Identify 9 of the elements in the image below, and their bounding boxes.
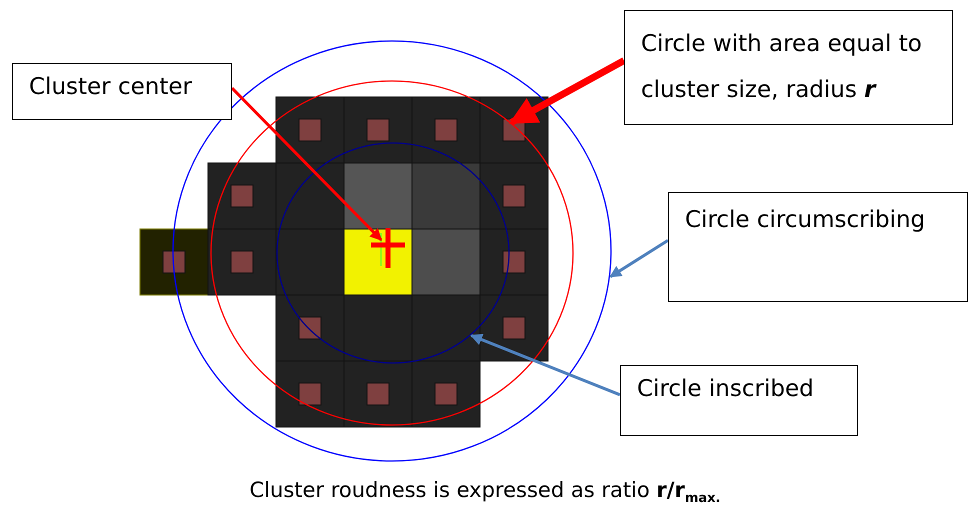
caption: Cluster roudness is expressed as ratio r/r$_{max.}$ — [248, 478, 722, 506]
label-box: Circle inscribed — [620, 365, 858, 436]
arrow — [508, 58, 626, 126]
arrow — [470, 334, 621, 396]
arrow — [230, 87, 382, 242]
label-box: Circle circumscribing — [668, 192, 968, 302]
label-box: Circle with area equal to cluster size, radius r — [624, 10, 953, 125]
arrow — [609, 239, 669, 278]
label-box: Cluster center — [12, 63, 232, 120]
